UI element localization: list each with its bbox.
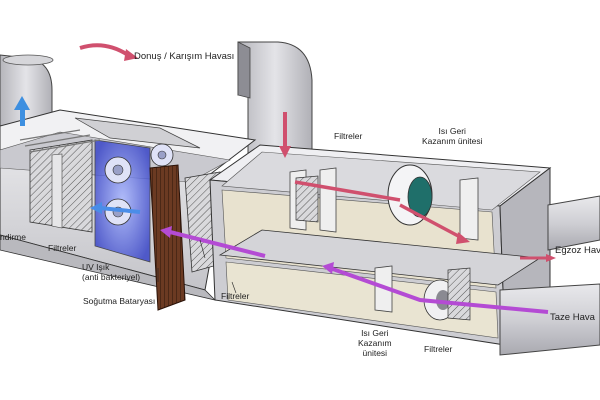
return-air-arrow (79, 43, 138, 61)
label-heat-recovery-bottom-line1: Isı Geri (361, 328, 389, 338)
label-filters-bottom: Filtreler (424, 344, 453, 354)
label-heat-recovery-bottom-line3: ünitesi (362, 348, 388, 358)
label-filters-left: Filtreler (48, 243, 77, 253)
supply-flow-arrow (160, 226, 549, 314)
exhaust-flow-arrow (294, 180, 556, 262)
label-heat-recovery-top-line1: Isı Geri (438, 126, 466, 136)
label-cooling-coil: Soğutma Bataryası (83, 296, 156, 306)
label-heat-recovery-top-line2: Kazanım ünitesi (422, 136, 483, 146)
fan-3-icon (150, 143, 174, 167)
fresh-air-duct (499, 283, 600, 356)
downflow-arrow (279, 112, 291, 158)
cool-air-arrow (90, 202, 141, 214)
label-uv-lamp-line2: (anti bakteriyel) (82, 272, 141, 282)
label-heat-recovery-bottom: Isı Geri Kazanım ünitesi (358, 328, 392, 358)
exhaust-up-arrow (14, 96, 30, 126)
label-exhaust-air: Egzoz Hav (555, 245, 600, 256)
label-uv-lamp-line1: UV Işık (82, 262, 110, 272)
cooling-coil (149, 164, 186, 311)
label-heat-recovery-bottom-line2: Kazanım (358, 338, 392, 348)
label-filters-top: Filtreler (334, 131, 363, 141)
exhaust-duct (547, 195, 600, 251)
label-fresh-air: Taze Hava (550, 312, 595, 323)
label-left-cut: ndirme (0, 232, 26, 242)
heat-recovery-wheel-icon (387, 164, 433, 226)
label-filters-mid: Filtreler (221, 291, 250, 301)
label-uv-lamp: UV Işık (anti bakteriyel) (82, 262, 140, 282)
fan-1-icon (104, 156, 132, 184)
return-duct (237, 41, 313, 159)
label-return-air: Donuş / Karışım Havası (134, 51, 235, 62)
label-heat-recovery-top: Isı Geri Kazanım ünitesi (422, 126, 482, 146)
